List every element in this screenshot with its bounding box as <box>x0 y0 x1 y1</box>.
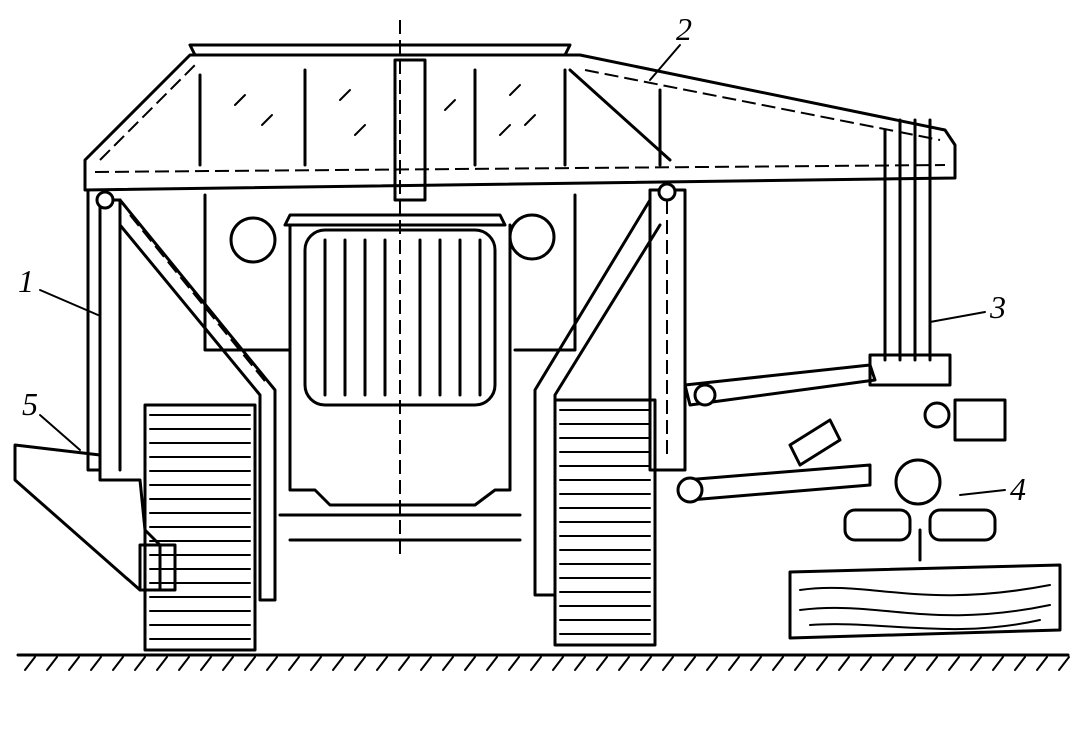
ground-hatch-stroke <box>508 656 520 671</box>
ground-hatch-stroke <box>332 656 344 671</box>
callout-5: 5 <box>22 386 38 422</box>
ground-hatch-stroke <box>860 656 872 671</box>
ground-hatch-stroke <box>112 656 124 671</box>
ground-hatch-stroke <box>970 656 982 671</box>
ground-hatch-stroke <box>398 656 410 671</box>
ground-hatch-stroke <box>596 656 608 671</box>
ground-hatch-stroke <box>68 656 80 671</box>
ground-hatch-stroke <box>948 656 960 671</box>
ground-hatch-stroke <box>464 656 476 671</box>
ground-hatch-stroke <box>926 656 938 671</box>
ground-hatch-stroke <box>530 656 542 671</box>
ground-hatch-stroke <box>288 656 300 671</box>
ground-hatch-stroke <box>618 656 630 671</box>
ground-hatch-stroke <box>1058 656 1070 671</box>
ground-hatch-stroke <box>354 656 366 671</box>
ground-hatch-stroke <box>200 656 212 671</box>
ground-hatch-stroke <box>574 656 586 671</box>
ground-hatch-stroke <box>904 656 916 671</box>
log <box>788 563 1062 640</box>
left-tray <box>13 443 177 592</box>
callout-3: 3 <box>989 289 1006 325</box>
tractor-body <box>203 20 577 560</box>
ground-hatch-stroke <box>750 656 762 671</box>
ground-hatch-stroke <box>266 656 278 671</box>
ground-hatch-stroke <box>662 656 674 671</box>
right-track <box>553 398 657 647</box>
ground-hatch-stroke <box>442 656 454 671</box>
callout-2: 2 <box>676 11 692 47</box>
ground-hatch-stroke <box>24 656 36 671</box>
ground-hatch-stroke <box>838 656 850 671</box>
ground-hatch-stroke <box>222 656 234 671</box>
ground-hatch-stroke <box>376 656 388 671</box>
ground-hatch-stroke <box>134 656 146 671</box>
cable-bundle <box>868 118 952 387</box>
ground-hatch-stroke <box>46 656 58 671</box>
ground-hatch-stroke <box>420 656 432 671</box>
ground-hatch-stroke <box>772 656 784 671</box>
ground-hatch-stroke <box>728 656 740 671</box>
ground-hatch-stroke <box>640 656 652 671</box>
left-support-leg <box>86 188 277 602</box>
ground-hatch-stroke <box>882 656 894 671</box>
ground-hatch-stroke <box>706 656 718 671</box>
ground-hatch-stroke <box>178 656 190 671</box>
ground-hatch-stroke <box>1036 656 1048 671</box>
ground-hatch-stroke <box>310 656 322 671</box>
ground-hatch-stroke <box>794 656 806 671</box>
cutting-head <box>676 363 1007 562</box>
ground-hatch-stroke <box>90 656 102 671</box>
upper-truss-frame <box>83 43 957 192</box>
ground <box>16 653 1070 671</box>
ground-hatch-stroke <box>156 656 168 671</box>
ground-hatch-stroke <box>244 656 256 671</box>
ground-hatch-stroke <box>1014 656 1026 671</box>
ground-hatch-stroke <box>684 656 696 671</box>
right-support-leg <box>533 182 687 597</box>
callout-1: 1 <box>18 263 34 299</box>
ground-hatch-stroke <box>552 656 564 671</box>
callouts: 1 2 3 4 5 <box>18 11 1026 507</box>
ground-hatch-stroke <box>486 656 498 671</box>
ground-hatch-stroke <box>816 656 828 671</box>
ground-hatch-stroke <box>992 656 1004 671</box>
left-track <box>143 403 257 652</box>
callout-4: 4 <box>1010 471 1026 507</box>
